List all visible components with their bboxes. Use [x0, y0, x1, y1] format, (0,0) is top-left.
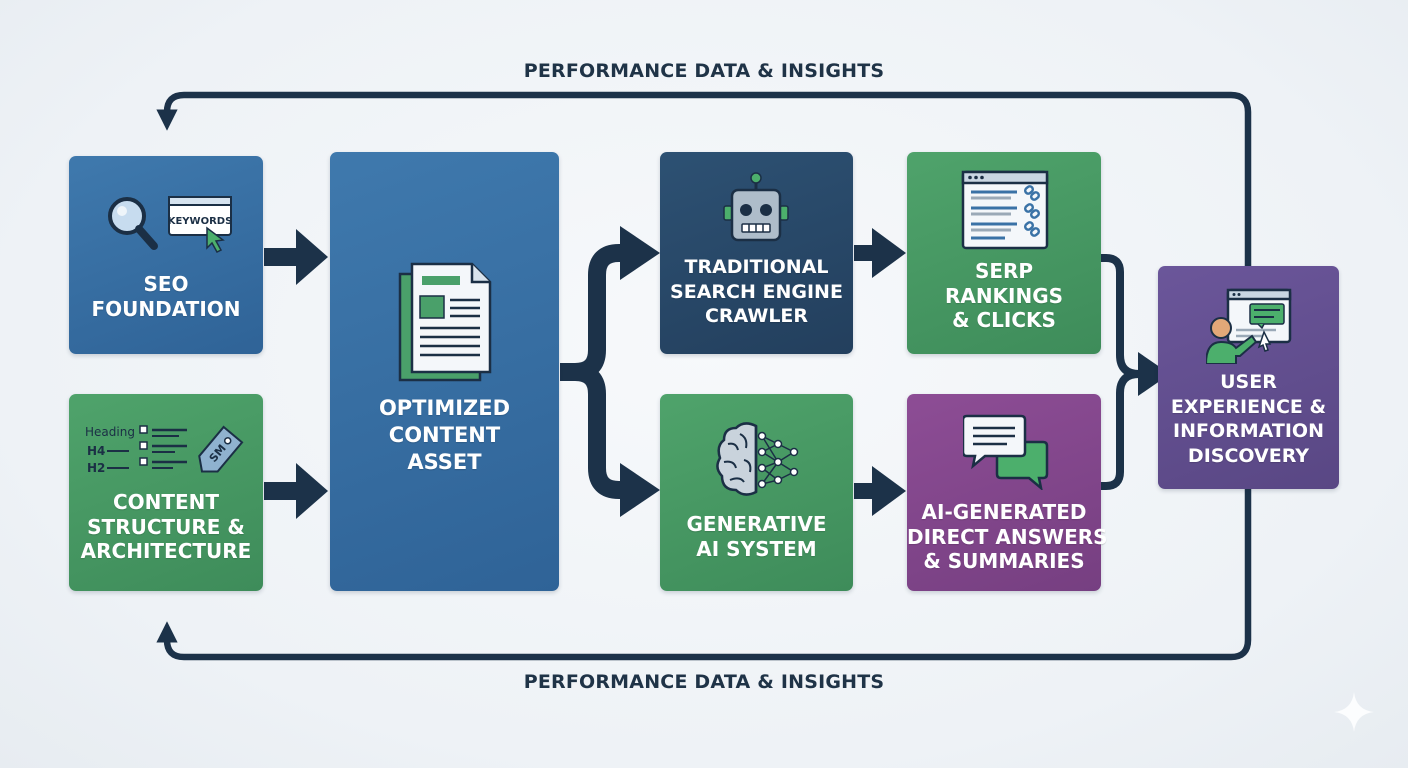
feedback-loop-top-arrow: [156, 91, 1252, 380]
node-serp-label: SERP RANKINGS & CLICKS: [944, 259, 1064, 332]
node-generative-ai: GENERATIVE AI SYSTEM: [660, 394, 853, 591]
keywords-text: KEYWORDS: [168, 216, 233, 227]
fork-to-crawler-arrow: [560, 244, 628, 381]
heading-label-heading: Heading: [85, 425, 135, 439]
node-user-experience-label: USER EXPERIENCE & INFORMATION DISCOVERY: [1170, 371, 1327, 467]
sparkle-icon: [1334, 692, 1374, 732]
node-ai-answers: AI-GENERATED DIRECT ANSWERS & SUMMARIES: [907, 394, 1108, 591]
feedback-loop-bottom-arrow: [156, 380, 1252, 661]
feedback-label-bottom: PERFORMANCE DATA & INSIGHTS: [523, 671, 885, 693]
node-serp: SERP RANKINGS & CLICKS: [907, 152, 1101, 354]
arrow-structure-to-content: [264, 463, 328, 519]
magnifier-keywords-icon: KEYWORDS: [108, 196, 233, 253]
feedback-label-top: PERFORMANCE DATA & INSIGHTS: [523, 60, 885, 82]
fork-bottom-arrowhead: [620, 463, 660, 517]
node-content-structure: Heading H4 H2 SM CONTENT STRUCTURE & ARC…: [69, 394, 263, 591]
node-seo-foundation-label: SEO FOUNDATION: [91, 272, 241, 321]
search-results-links-icon: [961, 170, 1049, 250]
node-seo-foundation: KEYWORDS SEO FOUNDATION: [69, 156, 263, 354]
brain-network-icon: [716, 422, 799, 496]
node-optimized-content-label: OPTIMIZED CONTENT ASSET: [378, 396, 511, 474]
robot-icon: [723, 172, 789, 242]
node-user-experience: USER EXPERIENCE & INFORMATION DISCOVERY: [1158, 266, 1339, 489]
node-ai-answers-label: AI-GENERATED DIRECT ANSWERS & SUMMARIES: [907, 500, 1108, 573]
fork-to-ai-arrow: [574, 363, 628, 499]
node-content-structure-label: CONTENT STRUCTURE & ARCHITECTURE: [80, 490, 252, 563]
merge-from-serp-arrow: [1101, 254, 1143, 378]
merge-arrowhead: [1138, 352, 1170, 396]
chat-bubbles-icon: [963, 414, 1049, 490]
user-screen-icon: [1206, 288, 1292, 364]
arrow-ai-to-answers: [854, 466, 906, 516]
merge-from-answers-arrow: [1101, 370, 1143, 490]
heading-label-h4: H4: [87, 444, 105, 458]
document-icon: [398, 262, 492, 382]
arrow-crawler-to-serp: [854, 228, 906, 278]
node-crawler-label: TRADITIONAL SEARCH ENGINE CRAWLER: [670, 256, 843, 327]
arrow-seo-to-content: [264, 229, 328, 285]
heading-label-h2: H2: [87, 461, 105, 475]
fork-top-arrowhead: [620, 226, 660, 280]
headings-list-tag-icon: Heading H4 H2 SM: [85, 425, 244, 475]
node-optimized-content: OPTIMIZED CONTENT ASSET: [330, 152, 559, 591]
node-generative-ai-label: GENERATIVE AI SYSTEM: [686, 512, 827, 561]
node-crawler: TRADITIONAL SEARCH ENGINE CRAWLER: [660, 152, 853, 354]
